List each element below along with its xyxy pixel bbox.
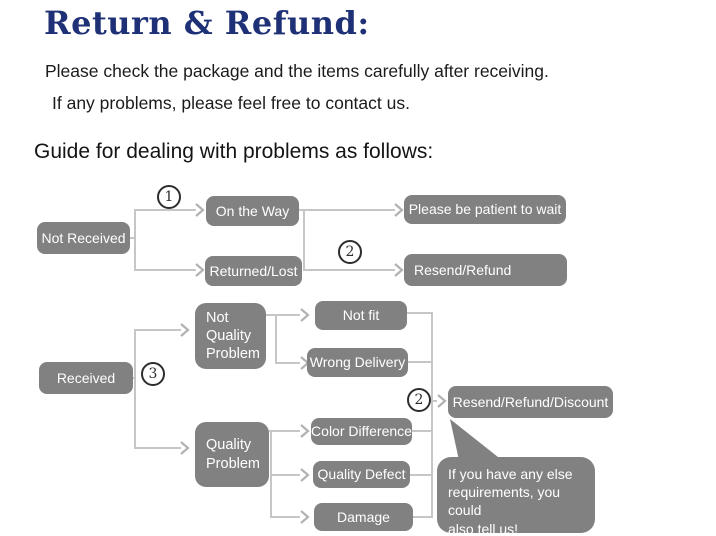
- node-quality-problem: Quality Problem: [195, 422, 269, 487]
- node-not-quality-problem: Not Quality Problem: [195, 303, 266, 369]
- node-not-fit: Not fit: [315, 301, 407, 330]
- step-marker-1: 1: [157, 185, 181, 209]
- node-color-difference: Color Difference: [311, 418, 412, 445]
- node-wrong-delivery: Wrong Delivery: [307, 348, 408, 377]
- node-resend-refund: Resend/Refund: [404, 254, 567, 286]
- intro-text-line2: If any problems, please feel free to con…: [52, 93, 410, 113]
- step-marker-2-top: 2: [338, 240, 362, 264]
- node-returned-lost: Returned/Lost: [205, 256, 302, 286]
- node-not-received: Not Received: [37, 222, 130, 254]
- node-resend-refund-discount: Resend/Refund/Discount: [448, 386, 613, 418]
- node-quality-defect: Quality Defect: [313, 461, 410, 488]
- guide-heading: Guide for dealing with problems as follo…: [34, 140, 434, 163]
- node-please-be-patient: Please be patient to wait: [404, 195, 566, 224]
- note-bubble: If you have any else requirements, you c…: [437, 457, 595, 536]
- node-on-the-way: On the Way: [206, 196, 299, 226]
- step-marker-2-bottom: 2: [407, 388, 431, 412]
- node-damage: Damage: [314, 503, 413, 531]
- intro-text-line1: Please check the package and the items c…: [45, 61, 549, 81]
- note-bubble-line1: If you have any else: [448, 466, 573, 482]
- bubble-tail: [450, 419, 503, 465]
- note-bubble-line2: requirements, you could: [448, 484, 561, 519]
- page-title: Return & Refund:: [44, 4, 370, 42]
- note-bubble-line3: also tell us!: [448, 520, 519, 536]
- node-received: Received: [39, 362, 133, 394]
- step-marker-3: 3: [141, 362, 165, 386]
